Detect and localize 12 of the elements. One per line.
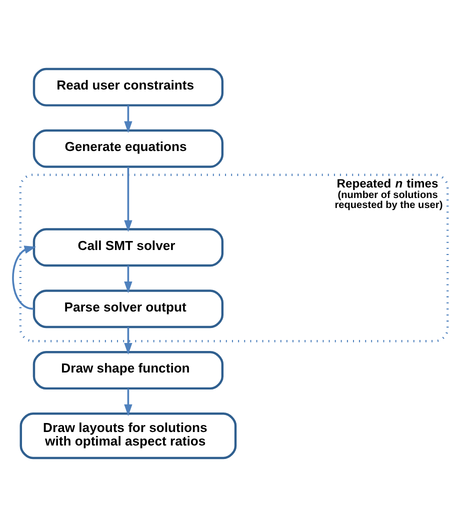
arrow [12, 246, 36, 310]
arrow [124, 388, 132, 416]
node-box: Draw layouts for solutions with optimal aspect ratios [20, 412, 237, 460]
arrow [124, 166, 132, 232]
node-box: Read user constraints [32, 68, 224, 106]
node-box: Call SMT solver [32, 228, 224, 267]
node-box: Generate equations [32, 129, 224, 168]
node-box: Parse solver output [32, 290, 224, 328]
arrow [124, 105, 132, 134]
node-box: Draw shape function [32, 351, 224, 390]
arrow [124, 266, 132, 294]
arrow [124, 327, 132, 355]
